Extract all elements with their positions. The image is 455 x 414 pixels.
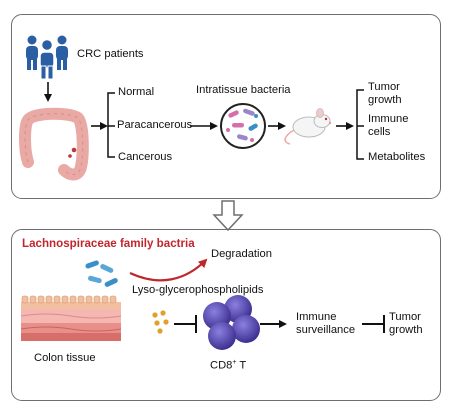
outcome-metabolites-label: Metabolites [368, 151, 426, 163]
degradation-curve-arrow [129, 258, 208, 282]
mouse-icon [284, 108, 332, 145]
outcome-immune-cells-label: Immune cells [368, 113, 409, 138]
connector-down-arrow [212, 200, 244, 232]
colon-icon [19, 107, 89, 181]
cd8-t-cells-icon [203, 295, 260, 350]
outcome-tumor-growth-label: Tumor growth [368, 81, 402, 106]
colon-tissue-icon [20, 295, 122, 341]
bacteria-dish-icon [220, 103, 266, 149]
lipid-label: Lyso-glycerophospholipids [132, 284, 264, 296]
patients-icon [26, 35, 68, 80]
bacteria-label: Intratissue bacteria [196, 84, 291, 96]
cd8-label-sup: + [232, 359, 237, 366]
inhibit-arrow-immune-to-tumor [362, 315, 385, 333]
patients-label: CRC patients [77, 48, 144, 60]
lachnospiraceae-bacteria-icon [85, 260, 118, 287]
cd8-label-main: CD8 [210, 359, 233, 372]
tumor-growth-label: Tumor growth [389, 311, 423, 336]
outcomes-bracket [356, 89, 364, 160]
cd8-label-tail: T [236, 359, 247, 372]
family-label: Lachnospiraceae family bactria [22, 237, 195, 250]
degradation-label: Degradation [211, 248, 272, 260]
inhibit-arrow-lipid-to-cell [174, 315, 197, 333]
sample-cancerous-label: Cancerous [118, 151, 173, 163]
cd8-label: CD8+ T [210, 356, 246, 373]
sample-normal-label: Normal [118, 86, 155, 98]
samples-bracket [107, 92, 115, 158]
sample-paracancerous-label: Paracancerous [117, 119, 193, 131]
immune-surveillance-label: Immune surveillance [296, 311, 356, 336]
tissue-label: Colon tissue [34, 352, 96, 364]
metabolite-dots-icon [152, 310, 169, 334]
